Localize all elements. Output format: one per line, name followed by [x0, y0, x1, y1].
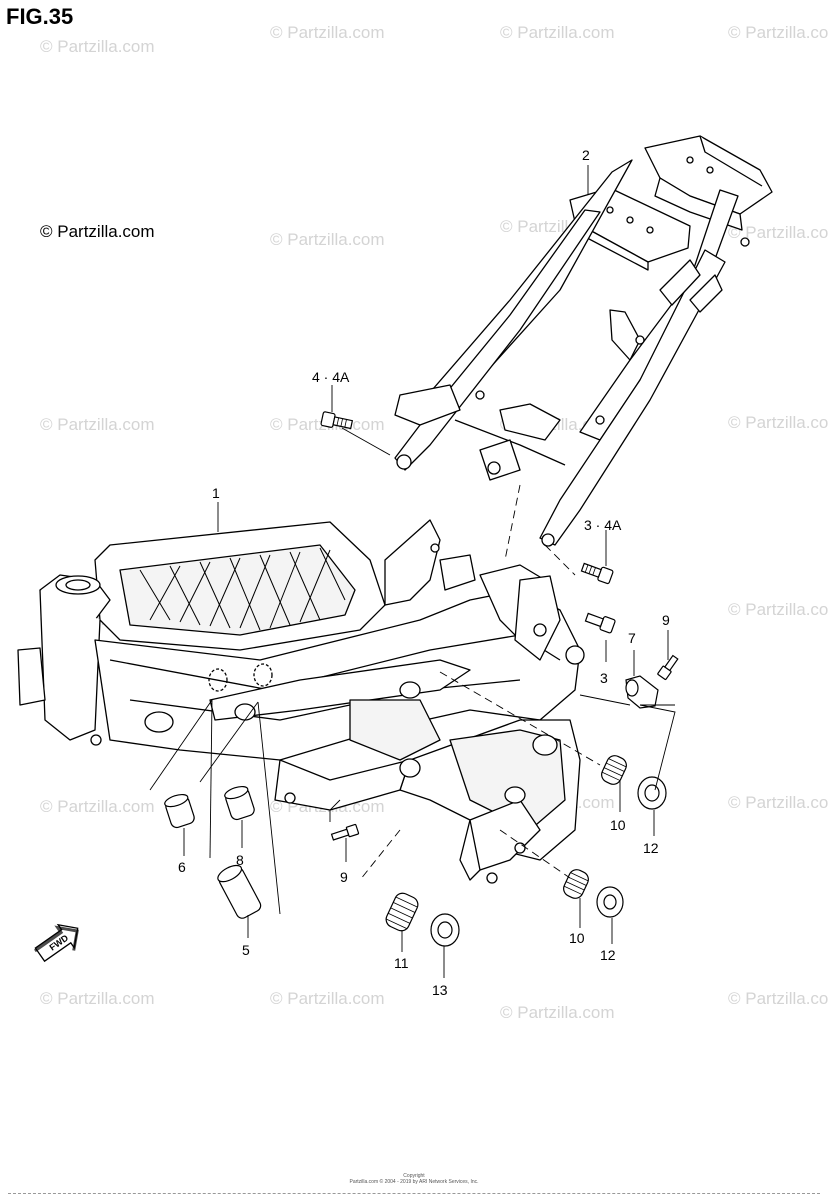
part-callout: 6: [178, 859, 186, 875]
watermark-text: © Partzilla.com: [500, 1003, 615, 1022]
part-callout: 9: [662, 612, 670, 628]
part-callout: 1: [212, 485, 220, 501]
watermark-text: © Partzilla.com: [728, 793, 828, 812]
part-callout: 9: [340, 869, 348, 885]
partzilla-copyright: © Partzilla.com: [40, 222, 155, 241]
bolt-part-9-left: [330, 823, 360, 841]
footer-copyright: Copyright Partzilla.com © 2004 - 2019 by…: [0, 1173, 828, 1185]
bolt-part-3-upper: [580, 562, 614, 585]
watermark-text: © Partzilla.com: [270, 230, 385, 249]
bushing-part-10-lower: [563, 869, 589, 899]
bolt-part-9-right: [657, 654, 679, 680]
watermark-text: © Partzilla.com: [728, 23, 828, 42]
part-callout: 3: [600, 670, 608, 686]
part-callout: 8: [236, 852, 244, 868]
part-callout: 10: [610, 817, 626, 833]
part-callout: 10: [569, 930, 585, 946]
figure-title: FIG.35: [6, 4, 74, 29]
fwd-arrow-icon: FWD: [34, 923, 79, 963]
bolt-part-4: [320, 411, 354, 430]
watermark-text: © Partzilla.com: [728, 600, 828, 619]
bolt-part-3-lower: [584, 612, 616, 634]
part-callout: 12: [600, 947, 616, 963]
spacer-part-5: [217, 864, 262, 919]
watermark-text: © Partzilla.com: [40, 37, 155, 56]
part-callout: 11: [394, 955, 409, 971]
leader-lines: [149, 165, 676, 978]
spacer-part-6: [164, 793, 195, 829]
main-frame-drawing: [17, 519, 585, 884]
hardware-drawings: [164, 411, 679, 947]
watermark-text: © Partzilla.com: [40, 797, 155, 816]
collar-part-7: [625, 675, 659, 709]
part-callout: 2: [582, 147, 590, 163]
watermark-text: © Partzilla.com: [40, 415, 155, 434]
footer-line-2: Partzilla.com © 2004 - 2019 by ARI Netwo…: [349, 1179, 479, 1185]
bushing-part-10-upper: [601, 755, 627, 785]
part-callout: 7: [628, 630, 636, 646]
part-callout: 5: [242, 942, 250, 958]
watermark-text: © Partzilla.com: [728, 413, 828, 432]
footer-line-1: Copyright: [403, 1173, 425, 1179]
nut-part-12-upper: [637, 776, 667, 810]
nut-part-13: [430, 913, 460, 947]
watermark-text: © Partzilla.com: [728, 223, 828, 242]
watermark-text: © Partzilla.com: [728, 989, 828, 1008]
seat-rail-drawing: [394, 135, 773, 547]
part-callout: 3 · 4A: [584, 517, 622, 533]
bottom-dashed-border: [8, 1193, 820, 1194]
part-callout: 13: [432, 982, 448, 998]
watermark-text: © Partzilla.com: [270, 989, 385, 1008]
spacer-part-8: [224, 785, 255, 821]
watermark-text: © Partzilla.com: [40, 989, 155, 1008]
watermark-text: © Partzilla.com: [270, 23, 385, 42]
part-callout: 4 · 4A: [312, 369, 350, 385]
part-callout: 12: [643, 840, 659, 856]
watermark-text: © Partzilla.com: [500, 23, 615, 42]
nut-part-12-lower: [596, 886, 624, 918]
bushing-part-11: [385, 892, 419, 932]
